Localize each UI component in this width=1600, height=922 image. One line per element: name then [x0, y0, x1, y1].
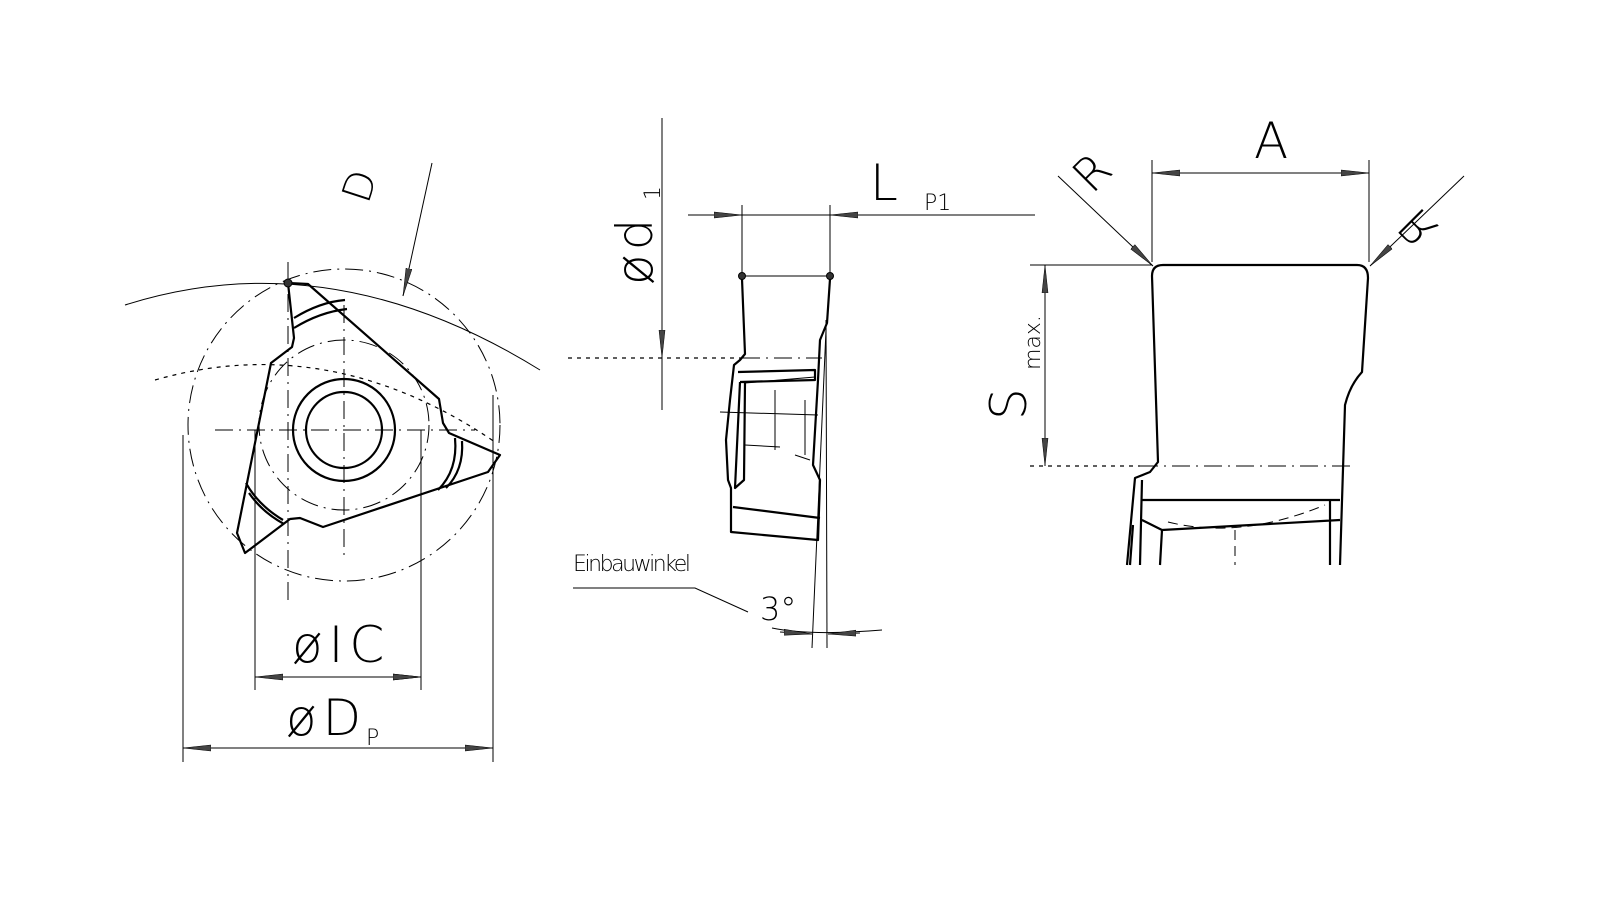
label-s-sub: max.	[1021, 315, 1046, 370]
insert-side-hidden	[719, 376, 819, 461]
hole-outer	[291, 377, 397, 483]
label-ic: øIC	[292, 616, 390, 674]
d-leader	[402, 162, 433, 297]
label-r-right: R	[1388, 197, 1449, 258]
groove-right	[437, 437, 464, 491]
insert-side-detail	[732, 368, 821, 520]
pitch-circle	[187, 268, 501, 582]
label-l: L	[870, 154, 898, 212]
vertical-reference-line	[825, 319, 828, 649]
angle-arc	[771, 627, 883, 634]
label-a: A	[1254, 112, 1288, 170]
top-view: D øIC øD P	[124, 162, 541, 762]
groove-top	[293, 298, 348, 329]
insert-front-outline	[1125, 263, 1370, 566]
cutting-point	[283, 278, 293, 288]
groove-left	[245, 482, 285, 525]
label-angle: 3°	[760, 590, 796, 628]
insert-outline	[235, 281, 502, 555]
cutting-point-right	[826, 272, 834, 280]
insert-front-detail	[1128, 479, 1341, 566]
label-l-sub: P1	[924, 191, 951, 216]
label-d1-sub: 1	[641, 186, 666, 200]
label-s: S	[980, 388, 1038, 420]
label-d1: ød	[606, 215, 664, 285]
label-d: D	[334, 165, 387, 209]
angle-arrow-right	[828, 633, 861, 634]
label-r-left: R	[1062, 142, 1123, 203]
label-dp-sub: P	[366, 726, 379, 751]
insert-front-hidden	[1167, 504, 1326, 565]
front-view: A R R S max.	[980, 112, 1465, 566]
label-einbauwinkel: Einbauwinkel	[573, 552, 691, 577]
tilted-reference-line	[811, 329, 827, 649]
workpiece-arc	[124, 282, 541, 371]
label-dp: øD	[286, 689, 367, 747]
insert-side-outline	[724, 278, 832, 542]
r-right-leader	[1369, 175, 1465, 267]
r-left-leader	[1057, 175, 1154, 267]
cutting-point-left	[738, 272, 746, 280]
angle-arrow-left	[779, 632, 812, 634]
hole-inner	[304, 390, 384, 470]
dotted-arc	[154, 363, 496, 443]
angle-leader	[573, 587, 749, 613]
side-view: ød 1 L P1 Einbauwinkel 3°	[568, 118, 1035, 649]
